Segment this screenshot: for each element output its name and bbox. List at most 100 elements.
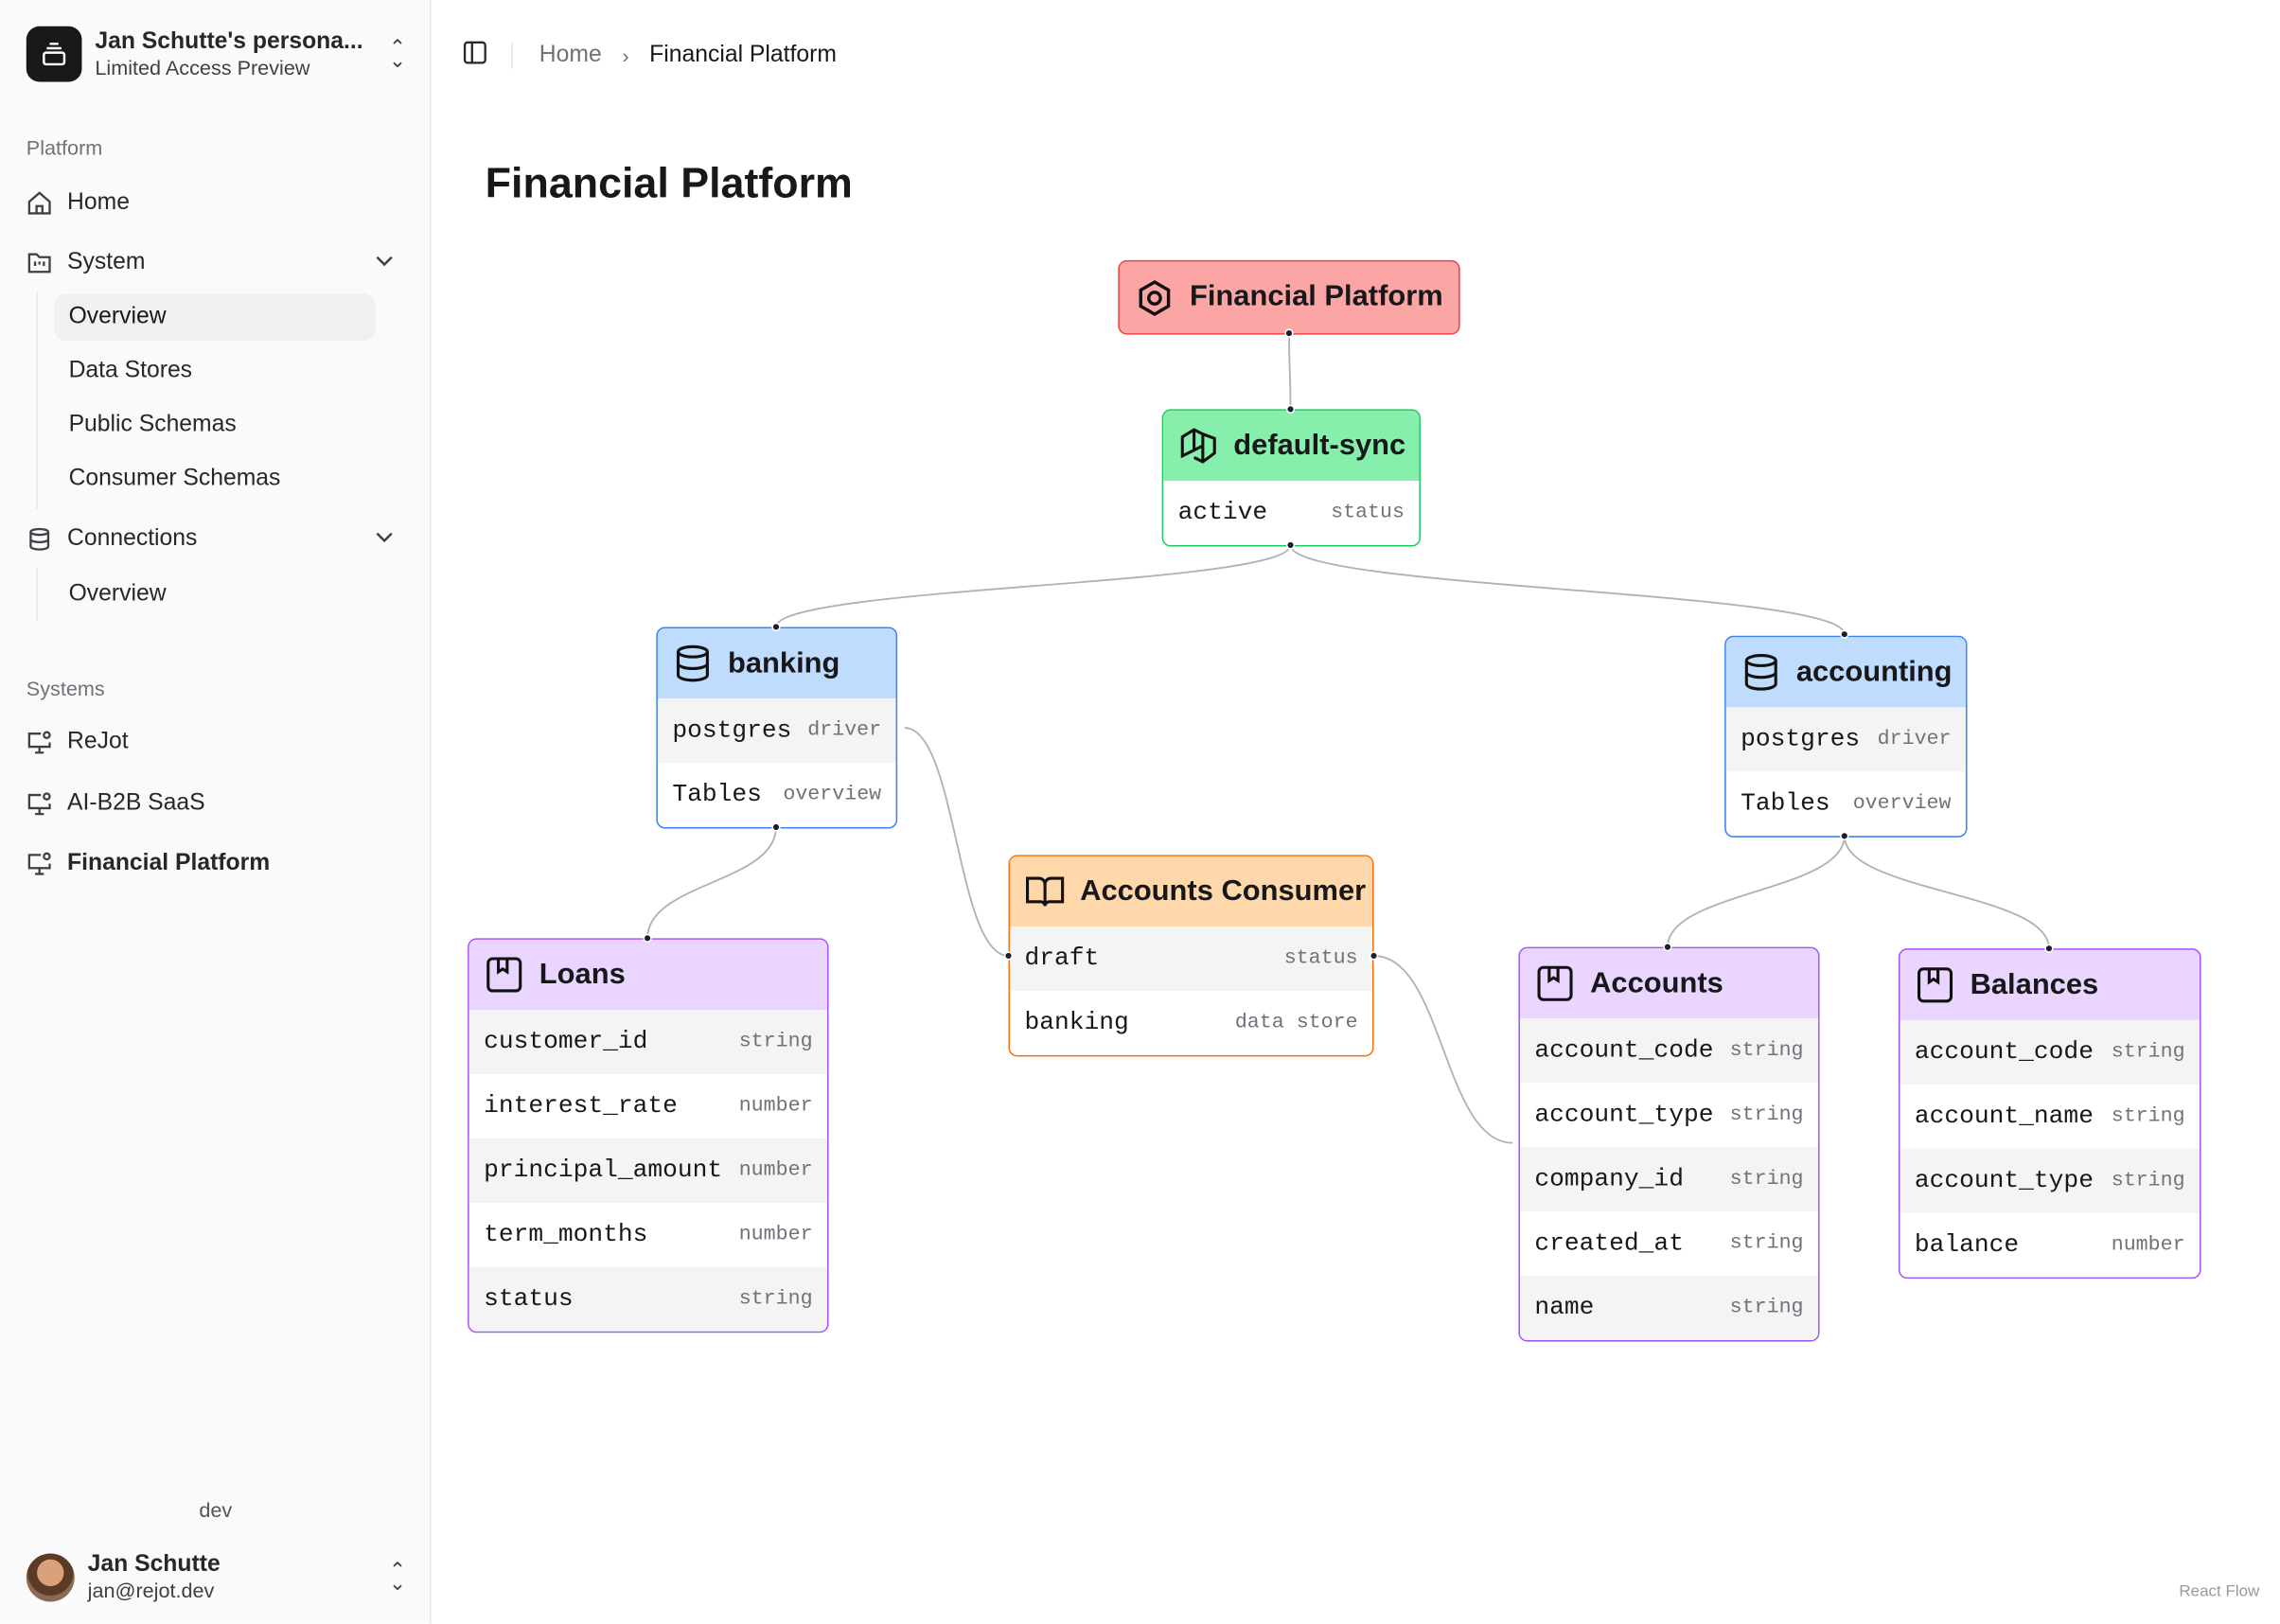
row-type: overview <box>783 783 882 807</box>
node-title: banking <box>728 646 840 680</box>
node-row: created_at string <box>1520 1211 1818 1276</box>
row-type: number <box>738 1223 813 1247</box>
row-type: string <box>1729 1231 1804 1256</box>
edge <box>1843 836 2050 949</box>
sidebar-subitem-data-stores[interactable]: Data Stores <box>68 358 193 383</box>
sidebar-subitem-connections-overview[interactable]: Overview <box>68 581 167 607</box>
chevron-down-icon <box>374 526 395 553</box>
database-icon <box>1744 654 1777 691</box>
row-type: overview <box>1852 791 1952 816</box>
sidebar-item-system[interactable]: System <box>27 239 406 286</box>
row-type: string <box>738 1287 813 1312</box>
sidebar-item-connections[interactable]: Connections <box>27 516 406 562</box>
edge <box>1667 836 1846 947</box>
monitor-icon <box>27 790 53 817</box>
row-key: customer_id <box>484 1028 648 1056</box>
section-systems: Systems <box>26 676 105 700</box>
edge <box>1373 954 1513 1144</box>
handle[interactable] <box>1840 831 1849 840</box>
row-type: string <box>2111 1104 2185 1129</box>
workspace-name: Jan Schutte's persona... <box>95 28 363 55</box>
row-type: string <box>1729 1167 1804 1192</box>
home-icon <box>27 190 53 217</box>
handle[interactable] <box>1284 328 1294 338</box>
row-type: string <box>1729 1038 1804 1063</box>
monitor-icon <box>27 730 53 756</box>
sidebar-subitem-consumer-schemas[interactable]: Consumer Schemas <box>68 466 281 491</box>
node-row: postgres driver <box>1725 707 1966 772</box>
sidebar-item-system-rejot[interactable]: ReJot <box>27 719 406 766</box>
sync-cube-icon <box>1180 428 1216 464</box>
handle[interactable] <box>1369 951 1379 961</box>
row-key: principal_amount <box>484 1156 723 1185</box>
handle[interactable] <box>2044 944 2054 953</box>
handle[interactable] <box>771 622 781 632</box>
sidebar-item-label: AI-B2B SaaS <box>67 790 205 816</box>
sidebar-subitem-overview[interactable]: Overview <box>54 293 376 341</box>
node-row: Tables overview <box>1726 771 1966 836</box>
row-key: Tables <box>1741 789 1830 818</box>
workspace-switcher[interactable]: Jan Schutte's persona... Limited Access … <box>26 26 410 82</box>
handle[interactable] <box>1003 951 1014 961</box>
sidebar-item-system-financial-platform[interactable]: Financial Platform <box>27 840 406 887</box>
row-type: string <box>1729 1103 1804 1127</box>
breadcrumb-home[interactable]: Home <box>539 42 602 68</box>
row-key: balance <box>1914 1230 2020 1260</box>
chevron-down-icon <box>374 250 395 276</box>
sidebar-item-label: Home <box>67 189 130 215</box>
row-type: driver <box>807 718 882 743</box>
breadcrumb-current: Financial Platform <box>649 42 837 68</box>
user-email: jan@rejot.dev <box>87 1578 215 1602</box>
row-key: created_at <box>1534 1229 1684 1258</box>
edge <box>775 544 1292 627</box>
chevrons-up-down-icon: ⌃⌄ <box>388 1558 407 1595</box>
row-key: banking <box>1024 1009 1129 1037</box>
sidebar-item-home[interactable]: Home <box>27 180 406 226</box>
sidebar-item-label: Connections <box>67 525 198 552</box>
edge <box>646 827 777 939</box>
sidebar-toggle-icon[interactable] <box>462 39 488 73</box>
edge <box>904 727 1009 957</box>
row-type: driver <box>1877 728 1952 751</box>
row-key: draft <box>1024 944 1100 973</box>
handle[interactable] <box>771 822 781 832</box>
handle[interactable] <box>1663 943 1672 952</box>
row-key: postgres <box>1741 725 1861 754</box>
sidebar-item-system-ai-b2b[interactable]: AI-B2B SaaS <box>27 781 406 827</box>
handle[interactable] <box>1840 629 1849 639</box>
sidebar-item-label: ReJot <box>67 729 129 754</box>
workspace-subtitle: Limited Access Preview <box>95 55 310 79</box>
row-key: company_id <box>1534 1165 1684 1193</box>
node-title: default-sync <box>1233 429 1406 462</box>
row-type: status <box>1331 501 1405 525</box>
row-type: number <box>2111 1233 2185 1258</box>
handle[interactable] <box>1285 540 1296 550</box>
sidebar-subitem-public-schemas[interactable]: Public Schemas <box>68 412 237 437</box>
handle[interactable] <box>1285 404 1296 415</box>
book-open-icon <box>1026 876 1065 907</box>
row-key: name <box>1534 1294 1595 1322</box>
user-menu[interactable]: Jan Schutte jan@rejot.dev ⌃⌄ <box>26 1552 410 1602</box>
node-row: account_name string <box>1900 1085 2200 1149</box>
schema-bookmark-icon <box>1537 965 1573 1001</box>
handle[interactable] <box>643 933 652 944</box>
react-flow-attribution[interactable]: React Flow <box>2179 1582 2260 1600</box>
row-key: account_name <box>1914 1103 2094 1131</box>
node-system-financial-platform[interactable]: Financial Platform <box>1118 259 1460 335</box>
